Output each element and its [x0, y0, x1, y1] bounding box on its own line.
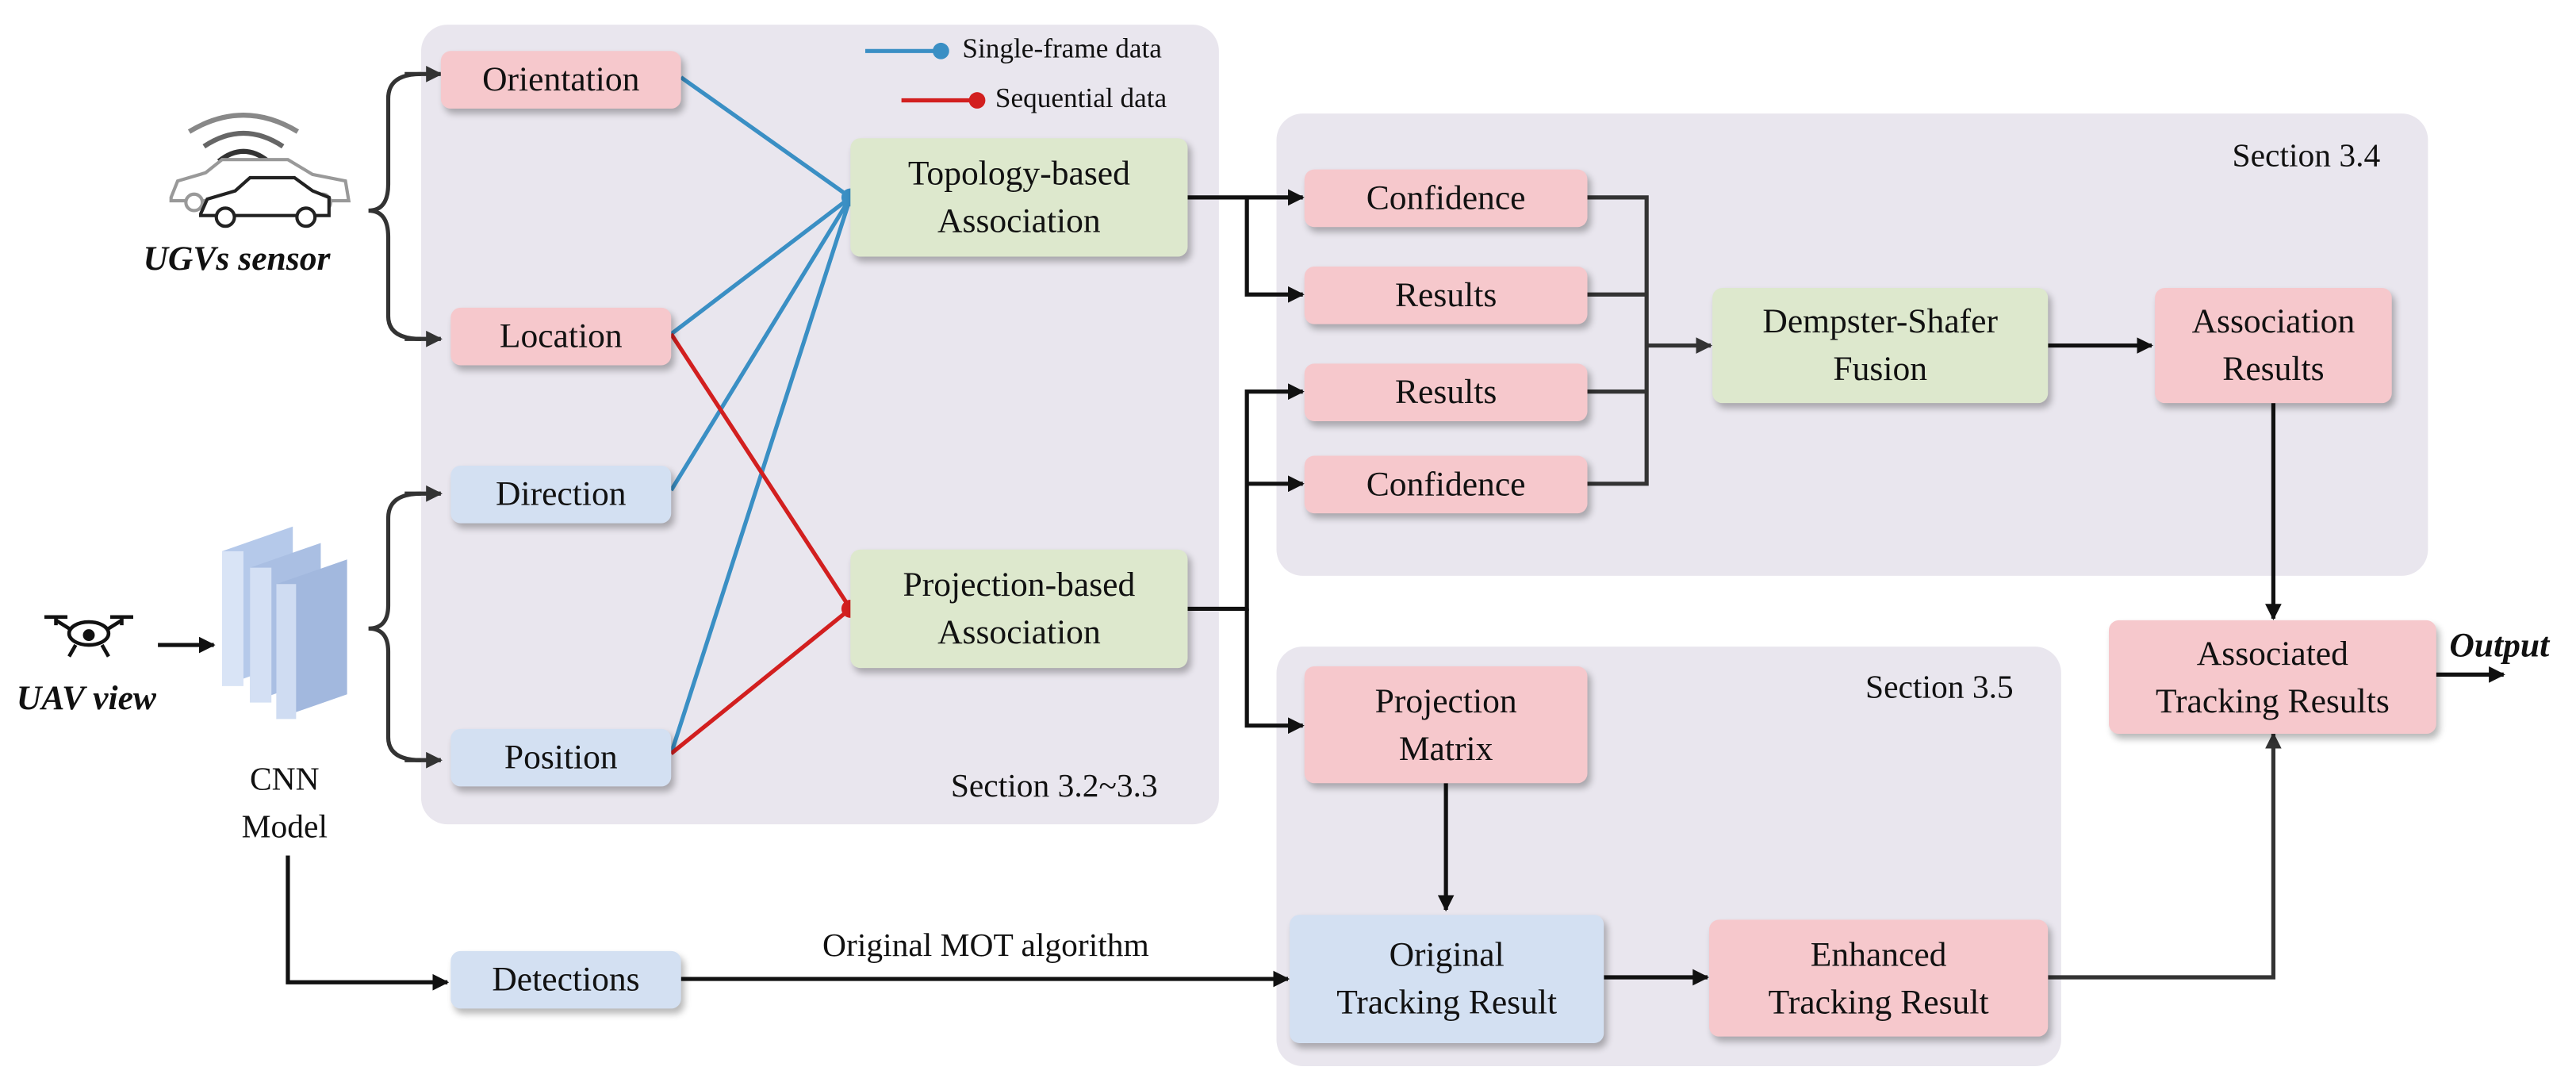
- mot-algorithm-label: Original MOT algorithm: [822, 927, 1149, 965]
- direction-node: Direction: [450, 465, 672, 524]
- single-frame-links: [669, 75, 853, 754]
- dempster-shafer-fusion-node: Dempster-Shafer Fusion: [1712, 287, 2049, 404]
- section-3-4-label: Section 3.4: [2232, 138, 2381, 175]
- cnn-model-label: CNN Model: [241, 762, 328, 846]
- cnn-layers-icon: [222, 526, 347, 720]
- drone-icon: [44, 615, 134, 658]
- sequential-links: [669, 332, 853, 755]
- uav-view-label: UAV view: [16, 677, 157, 718]
- enhanced-tracking-result-node: Enhanced Tracking Result: [1708, 919, 2049, 1037]
- location-node: Location: [450, 307, 672, 366]
- confidence-node-projection: Confidence: [1304, 455, 1588, 514]
- original-tracking-result-node: Original Tracking Result: [1290, 915, 1604, 1043]
- projection-association-node: Projection-based Association: [850, 549, 1188, 669]
- legend-single-label: Single-frame data: [962, 33, 1162, 64]
- fusion-inputs: [1587, 195, 1649, 486]
- section-3-5-label: Section 3.5: [1865, 670, 2014, 706]
- ugv-sensor-label: UGVs sensor: [143, 238, 331, 278]
- legend-sequential-label: Sequential data: [995, 82, 1167, 114]
- output-label: Output: [2449, 625, 2550, 665]
- projection-matrix-node: Projection Matrix: [1304, 666, 1588, 784]
- ugv-brace: [368, 71, 422, 341]
- uav-brace: [368, 491, 422, 762]
- orientation-node: Orientation: [440, 51, 681, 109]
- associated-tracking-results-node: Associated Tracking Results: [2108, 620, 2436, 735]
- results-node-topology: Results: [1304, 267, 1588, 324]
- confidence-node-topology: Confidence: [1304, 169, 1588, 228]
- section-3-2-label: Section 3.2~3.3: [950, 768, 1158, 805]
- detections-node: Detections: [450, 950, 681, 1009]
- position-node: Position: [450, 728, 672, 787]
- legend-sequential-line: [901, 92, 986, 109]
- topology-association-node: Topology-based Association: [850, 138, 1188, 257]
- car-sensor-icon: [169, 113, 351, 228]
- legend-single-line: [864, 42, 949, 59]
- association-results-node: Association Results: [2155, 287, 2392, 404]
- results-node-projection: Results: [1304, 363, 1588, 421]
